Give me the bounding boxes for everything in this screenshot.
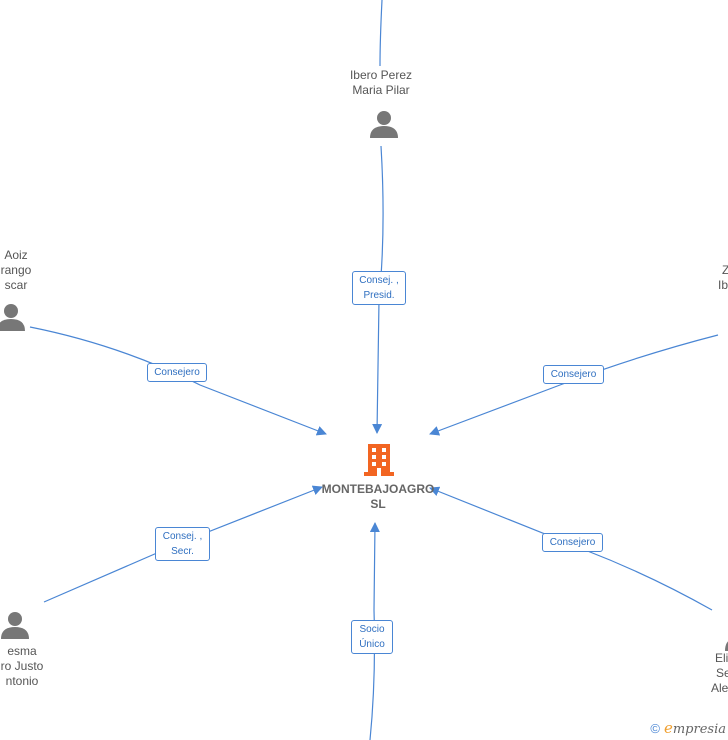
person-top-name[interactable]: Ibero Perez Maria Pilar bbox=[331, 68, 431, 98]
edge-label-bottom-line2: Único bbox=[359, 639, 385, 650]
person-right-upper-name[interactable]: Z Ib bbox=[700, 263, 728, 293]
person-right-upper-line2: Ib bbox=[718, 278, 728, 292]
person-icon[interactable] bbox=[0, 302, 26, 332]
edge-label-top-line1: Consej. , bbox=[359, 275, 399, 286]
edge-bottom bbox=[369, 522, 380, 740]
logo-text: mpresia bbox=[672, 722, 726, 737]
edge-label-right-lower[interactable]: Consejero bbox=[542, 533, 603, 552]
empresia-logo: empresia bbox=[664, 719, 726, 737]
person-top-line2: Maria Pilar bbox=[352, 83, 410, 97]
company-name-line1: MONTEBAJOAGRO bbox=[321, 482, 435, 496]
person-left-upper-line2: rango bbox=[0, 263, 32, 277]
person-left-upper-line3: scar bbox=[4, 278, 28, 292]
edge-label-right-upper-line1: Consejero bbox=[550, 369, 597, 380]
edge-right-upper bbox=[429, 334, 719, 436]
building-icon[interactable] bbox=[362, 442, 396, 478]
edge-label-right-upper[interactable]: Consejero bbox=[543, 365, 604, 384]
company-name-line2: SL bbox=[370, 497, 386, 511]
edge-label-bottom-line1: Socio bbox=[359, 624, 385, 635]
person-right-lower-line3: Ale bbox=[711, 681, 728, 695]
edge-label-left-lower[interactable]: Consej. , Secr. bbox=[155, 527, 210, 561]
person-icon[interactable] bbox=[369, 109, 399, 139]
edge-label-left-lower-line2: Secr. bbox=[171, 546, 194, 557]
edge-label-left-upper[interactable]: Consejero bbox=[147, 363, 207, 382]
person-icon[interactable] bbox=[0, 610, 30, 640]
edge-label-left-upper-line1: Consejero bbox=[154, 367, 200, 378]
edge-label-right-lower-line1: Consejero bbox=[549, 537, 596, 548]
person-icon[interactable] bbox=[722, 622, 728, 652]
person-left-lower-line1: esma bbox=[7, 644, 37, 658]
person-right-lower-name[interactable]: Eli Se Ale bbox=[710, 651, 728, 696]
company-name[interactable]: MONTEBAJOAGRO SL bbox=[308, 482, 448, 512]
edge-label-left-lower-line1: Consej. , bbox=[162, 531, 203, 542]
footer-watermark: © empresia bbox=[650, 719, 726, 737]
person-top-line1: Ibero Perez bbox=[349, 68, 413, 82]
edge-label-top[interactable]: Consej. , Presid. bbox=[352, 271, 406, 305]
logo-initial: e bbox=[663, 719, 673, 737]
person-left-lower-line3: ntonio bbox=[5, 674, 39, 688]
person-right-lower-line1: Eli bbox=[715, 651, 728, 665]
person-left-lower-name[interactable]: esma ro Justo ntonio bbox=[0, 644, 50, 689]
person-left-lower-line2: ro Justo bbox=[0, 659, 44, 673]
edge-label-bottom[interactable]: Socio Único bbox=[351, 620, 393, 654]
person-right-upper-line1: Z bbox=[722, 263, 728, 277]
copyright-icon: © bbox=[650, 720, 660, 736]
edge-right-lower bbox=[429, 486, 713, 611]
edge-label-top-line2: Presid. bbox=[363, 290, 395, 301]
person-left-upper-line1: Aoiz bbox=[4, 248, 28, 262]
edge-top-upper bbox=[379, 0, 383, 67]
person-left-upper-name[interactable]: Aoiz rango scar bbox=[0, 248, 46, 293]
person-right-lower-line2: Se bbox=[716, 666, 728, 680]
